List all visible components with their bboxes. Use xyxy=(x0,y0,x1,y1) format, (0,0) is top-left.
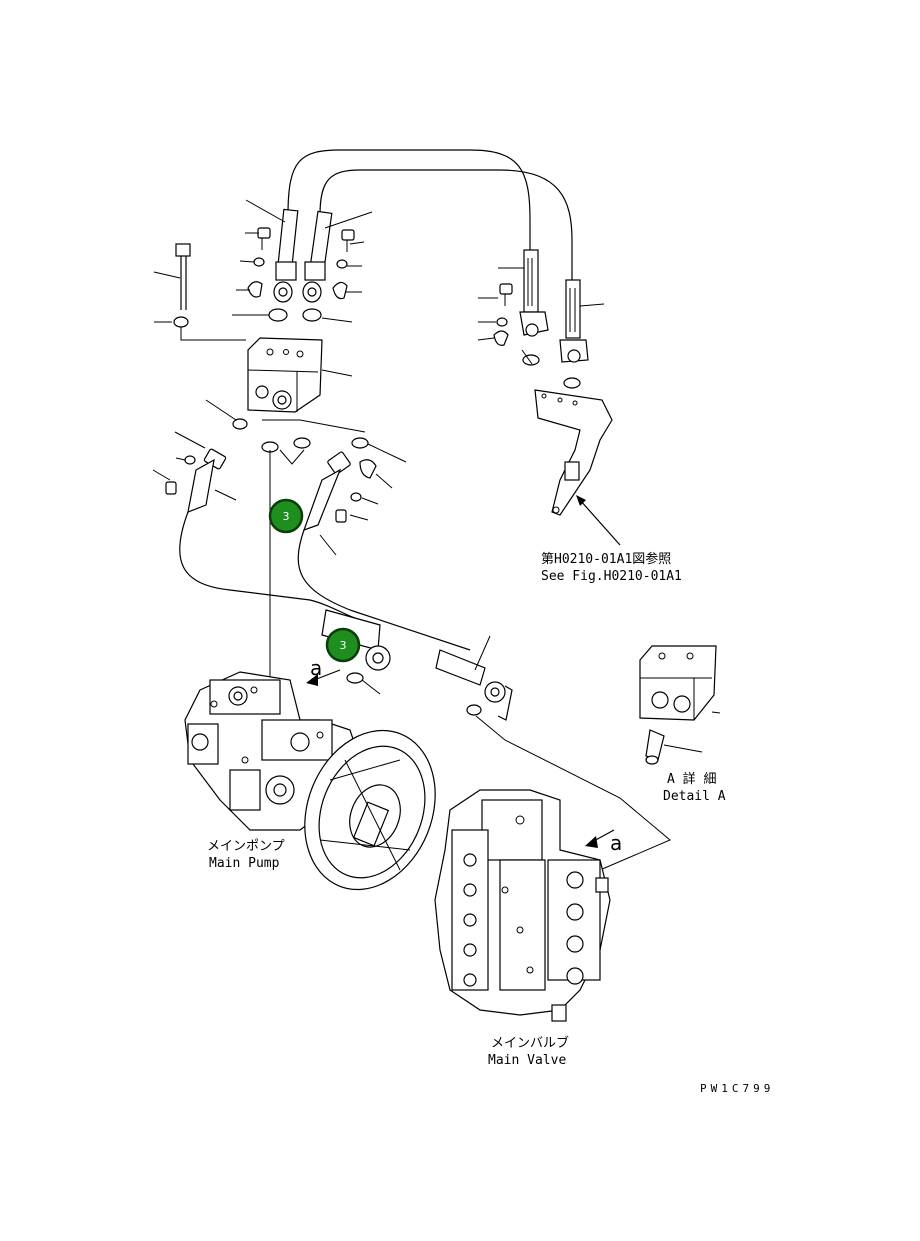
badge-circle xyxy=(268,498,304,534)
right-upper-fittings xyxy=(477,249,605,389)
main-valve-label-en: Main Valve xyxy=(488,1053,566,1068)
long-bolt xyxy=(153,243,246,341)
hose-fitting-left-1 xyxy=(273,208,299,303)
o-ring-2 xyxy=(302,308,322,322)
o-ring-6 xyxy=(351,437,369,449)
arrow-a-pump: a xyxy=(306,656,341,686)
see-fig-label-en: See Fig.H0210-01A1 xyxy=(541,569,682,584)
part-number-badge[interactable]: 3 xyxy=(268,498,304,534)
lower-fitting-valve xyxy=(435,635,671,871)
detail-a-block xyxy=(639,645,721,765)
main-pump-label-jp: メインポンプ xyxy=(207,839,285,854)
main-pump-label-en: Main Pump xyxy=(209,856,280,871)
detail-a-label-en: Detail A xyxy=(663,789,726,804)
manifold-block xyxy=(247,337,353,413)
main-valve-label-jp: メインバルブ xyxy=(491,1035,569,1051)
part-number-badge[interactable]: 3 xyxy=(325,627,361,663)
drawing-id: PW1C799 xyxy=(700,1082,774,1095)
bolt-set-left-top xyxy=(247,227,355,300)
arrow-a-pump-label: a xyxy=(310,656,322,680)
leader-lines-top-left xyxy=(236,199,373,293)
upper-hose-loop xyxy=(287,149,573,280)
o-ring-3 xyxy=(232,418,248,430)
badge-circle xyxy=(325,627,361,663)
badge-number: 3 xyxy=(340,639,347,652)
left-mid-hose xyxy=(152,431,361,621)
main-pump xyxy=(184,671,436,891)
main-valve xyxy=(434,789,611,1022)
see-fig-label-jp: 第H0210-01A1図参照 xyxy=(541,551,671,567)
hose-fitting-left-2 xyxy=(302,210,333,303)
arrow-a-valve: a xyxy=(585,829,622,855)
arrow-a-valve-label: a xyxy=(610,831,622,855)
detail-a-label-jp: A 詳 細 xyxy=(667,771,716,787)
right-mid-hose xyxy=(297,451,471,651)
see-fig-leader xyxy=(576,495,621,546)
badge-number: 3 xyxy=(283,510,290,523)
o-ring-1 xyxy=(268,308,288,322)
o-ring-5 xyxy=(293,437,311,449)
right-bracket xyxy=(534,389,613,516)
